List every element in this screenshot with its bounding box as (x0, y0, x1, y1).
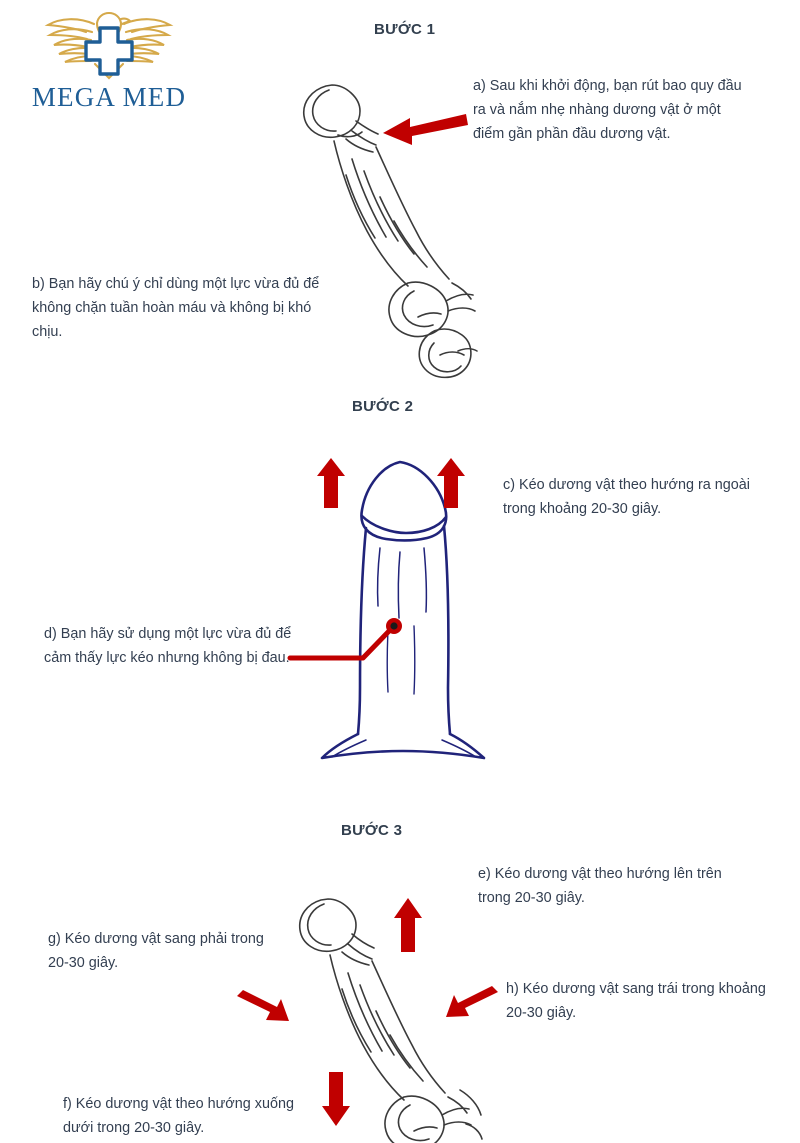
caption-a: a) Sau khi khởi động, bạn rút bao quy đầ… (473, 78, 742, 143)
caption-f: f) Kéo dương vật theo hướng xuống dưới t… (63, 1096, 294, 1137)
illustration-step-2 (296, 440, 506, 770)
illustration-step-1 (268, 55, 498, 379)
illustration-step-3 (228, 862, 528, 1143)
caption-b: b) Bạn hãy chú ý chỉ dùng một lực vừa đủ… (32, 276, 320, 341)
brand-logo: MEGA MED (14, 4, 204, 113)
caption-c: c) Kéo dương vật theo hướng ra ngoài tro… (503, 477, 750, 518)
step-2-heading: BƯỚC 2 (352, 398, 414, 415)
medical-cross-icon (84, 26, 134, 76)
caption-e: e) Kéo dương vật theo hướng lên trên tro… (478, 866, 722, 907)
caption-h: h) Kéo dương vật sang trái trong khoảng … (506, 981, 766, 1022)
brand-wordmark: MEGA MED (31, 82, 187, 112)
caption-g: g) Kéo dương vật sang phải trong 20-30 g… (48, 931, 264, 972)
caption-d: d) Bạn hãy sử dụng một lực vừa đủ để cảm… (44, 626, 292, 667)
step-3-heading: BƯỚC 3 (341, 822, 403, 839)
winged-medical-cross-icon (44, 11, 174, 80)
step-1-heading: BƯỚC 1 (374, 21, 436, 38)
